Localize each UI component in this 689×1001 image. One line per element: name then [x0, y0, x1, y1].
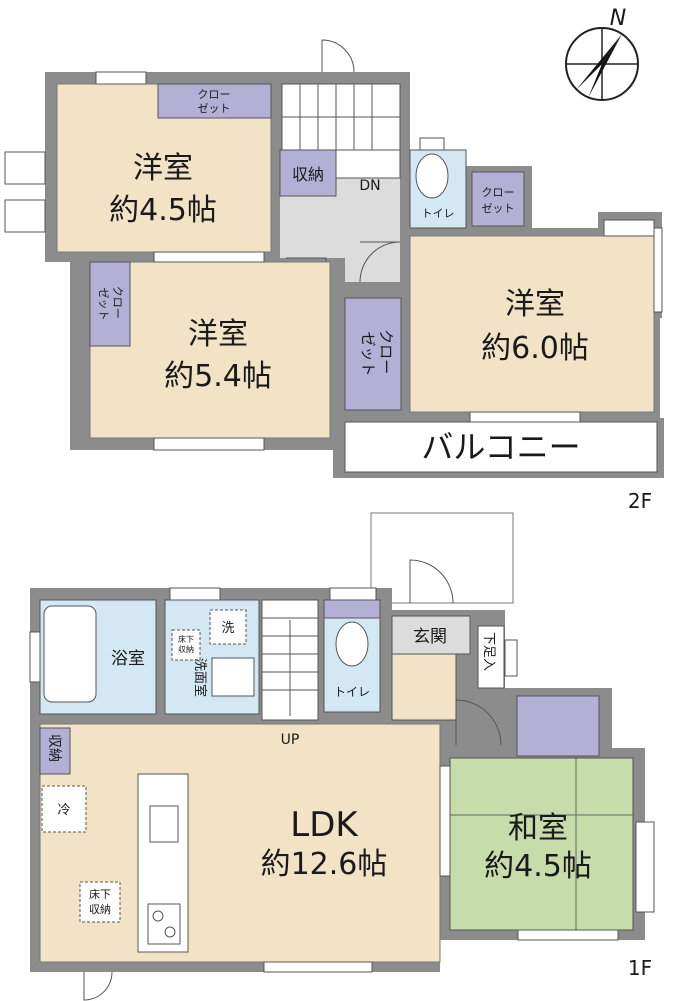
fridge-space-icon — [41, 785, 87, 833]
1f-floor-label: 1F — [628, 956, 652, 980]
2f-closet-small — [471, 171, 525, 227]
north-label: N — [610, 6, 626, 31]
2f-closet-b-line1: クロー — [482, 186, 515, 199]
2f-left-doors — [4, 151, 46, 233]
1f-storage — [39, 727, 71, 775]
2f-room-a-size: 約4.5帖 — [109, 193, 217, 228]
2f-closet-c-text: クロー ゼット — [359, 329, 395, 379]
1f-washer-label: 洗 — [221, 621, 234, 636]
2f-floor-label: 2F — [628, 489, 652, 513]
2f-closet-b-line2: ゼット — [482, 202, 515, 215]
2f-room-c-size: 約6.0帖 — [481, 331, 589, 366]
1f-ldk-size: 約12.6帖 — [261, 847, 388, 882]
2f-closet-mid — [344, 297, 402, 411]
2f-balcony-label: バルコニー — [421, 428, 580, 466]
1f-shoe-box-label: 下足入 — [481, 632, 496, 671]
2f-closet-d-text: クロー ゼット — [97, 286, 124, 323]
1f-entrance-door-arc — [409, 559, 454, 604]
washer-space-icon — [209, 609, 247, 645]
1f-washitsu-closet — [516, 695, 600, 757]
2f-room-a-name: 洋室 — [133, 151, 193, 186]
sink-icon — [149, 805, 179, 843]
2f-room-b-size: 約5.4帖 — [164, 359, 272, 394]
1f-washroom-label: 洗面室 — [192, 658, 208, 697]
wash-basin-icon — [211, 657, 255, 697]
1f-ldk — [39, 723, 441, 963]
1f-underfloor-a-line2: 収納 — [178, 644, 194, 654]
floor-2f: 洋室 約4.5帖 洋室 約5.4帖 洋室 約6.0帖 クロー ゼット クロー ゼ… — [4, 39, 664, 513]
2f-door-arc-top — [321, 39, 355, 73]
1f-bath-label: 浴室 — [111, 649, 145, 669]
2f-windows — [95, 71, 663, 451]
1f-underfloor-b-line2: 収納 — [89, 903, 111, 916]
1f-washitsu — [449, 757, 634, 931]
1f-storage-label: 収納 — [46, 734, 62, 762]
2f-stairs-label: DN — [359, 178, 380, 194]
floor-1f: LDK 約12.6帖 和室 約4.5帖 浴室 洗面室 トイレ 玄関 下足入 収納… — [29, 512, 655, 1001]
1f-entrance — [391, 615, 471, 655]
1f-underfloor-b-box — [79, 881, 121, 923]
1f-toilet-icon — [335, 621, 369, 667]
compass-needle-icon — [576, 34, 622, 90]
2f-room-c-name: 洋室 — [505, 287, 565, 322]
1f-stair-steps — [262, 617, 318, 716]
1f-shoe-box — [477, 625, 505, 689]
1f-fridge-label: 冷 — [57, 803, 70, 818]
2f-closet-d-line1: クロー — [111, 286, 124, 319]
2f-closet-c-line1: クロー — [377, 329, 395, 374]
1f-entrance-label: 玄関 — [413, 627, 447, 647]
stove-icon — [147, 903, 181, 945]
2f-stair-steps — [282, 84, 400, 150]
1f-toilet-label: トイレ — [334, 685, 370, 699]
1f-stairs-label: UP — [281, 732, 300, 748]
1f-washitsu-name: 和室 — [508, 811, 568, 846]
2f-toilet-label: トイレ — [422, 207, 455, 220]
2f-toilet-icon — [415, 153, 449, 199]
bathtub-icon — [43, 605, 97, 703]
1f-hall — [391, 653, 457, 721]
2f-closet-a-line2: ゼット — [198, 102, 231, 115]
2f-western-room-6-0 — [409, 235, 655, 413]
2f-balcony — [344, 421, 658, 473]
1f-underfloor-a-box — [171, 629, 201, 661]
2f-closet-d-line2: ゼット — [97, 288, 110, 321]
1f-porch — [370, 512, 514, 604]
2f-storage-label: 収納 — [292, 165, 324, 184]
2f-room-b-name: 洋室 — [188, 317, 248, 352]
2f-closet-top — [157, 83, 272, 119]
compass: N — [565, 6, 639, 101]
1f-windows — [29, 587, 655, 973]
2f-closet-a-line1: クロー — [198, 88, 231, 101]
1f-washitsu-size: 約4.5帖 — [484, 849, 592, 884]
1f-underfloor-a-line1: 床下 — [178, 634, 194, 644]
2f-closet-c-line2: ゼット — [359, 331, 377, 376]
1f-underfloor-b-line1: 床下 — [89, 887, 111, 901]
2f-closet-left — [89, 261, 131, 347]
1f-ldk-name: LDK — [290, 805, 359, 845]
